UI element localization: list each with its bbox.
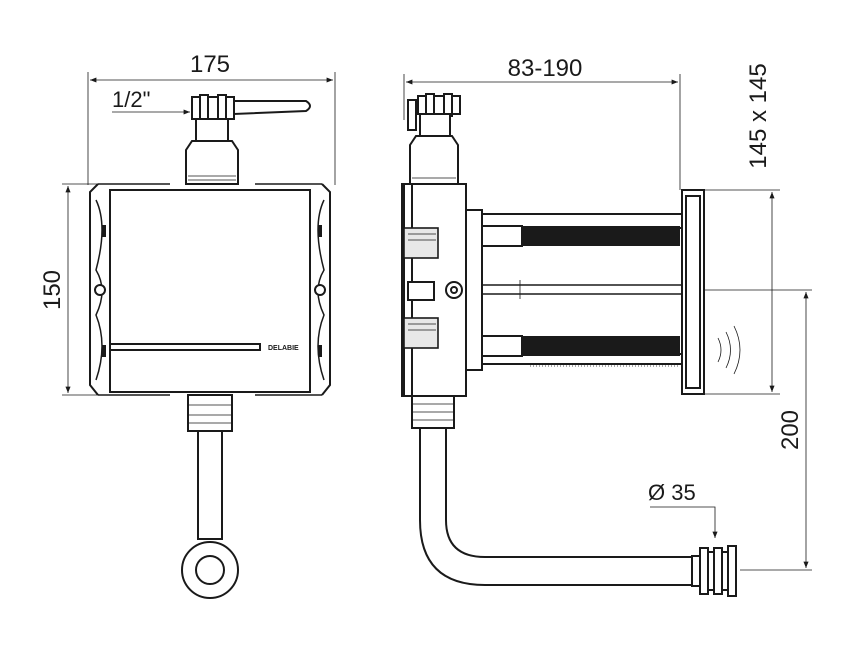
front-outlet — [181, 394, 239, 599]
sensor-waves-icon — [717, 325, 741, 375]
side-front-plate — [681, 189, 705, 395]
plate-dimension — [704, 189, 780, 395]
front-height-label: 150 — [39, 270, 66, 310]
front-cover: DELABIE — [109, 189, 311, 393]
outlet-diameter-label: Ø 35 — [648, 480, 696, 505]
side-extension — [481, 213, 683, 367]
front-valve-lever — [191, 94, 311, 122]
front-width-label: 175 — [190, 51, 230, 78]
side-housing-ribs — [408, 233, 436, 331]
side-outlet-connector — [691, 545, 737, 597]
side-depth-label: 83-190 — [508, 55, 583, 82]
front-view: 175 1/2" 150 — [39, 51, 336, 599]
plate-size-label: 145 x 145 — [745, 63, 772, 168]
brand-logo-text: DELABIE — [268, 345, 299, 352]
thread-size-label: 1/2" — [112, 87, 150, 112]
drop-height-label: 200 — [777, 410, 804, 450]
front-width-dimension: 175 — [87, 51, 336, 185]
side-view: 83-190 145 x 145 200 Ø 35 — [401, 55, 812, 597]
side-housing — [401, 183, 483, 397]
drop-dimension: 200 — [704, 289, 812, 571]
side-valve — [407, 93, 461, 185]
side-depth-dimension: 83-190 — [403, 55, 681, 190]
front-fitting — [185, 118, 239, 185]
outlet-diameter-dimension: Ø 35 — [648, 480, 718, 538]
thread-dimension: 1/2" — [112, 87, 190, 115]
front-height-dimension: 150 — [39, 183, 100, 396]
front-mounting-frame — [89, 183, 331, 396]
